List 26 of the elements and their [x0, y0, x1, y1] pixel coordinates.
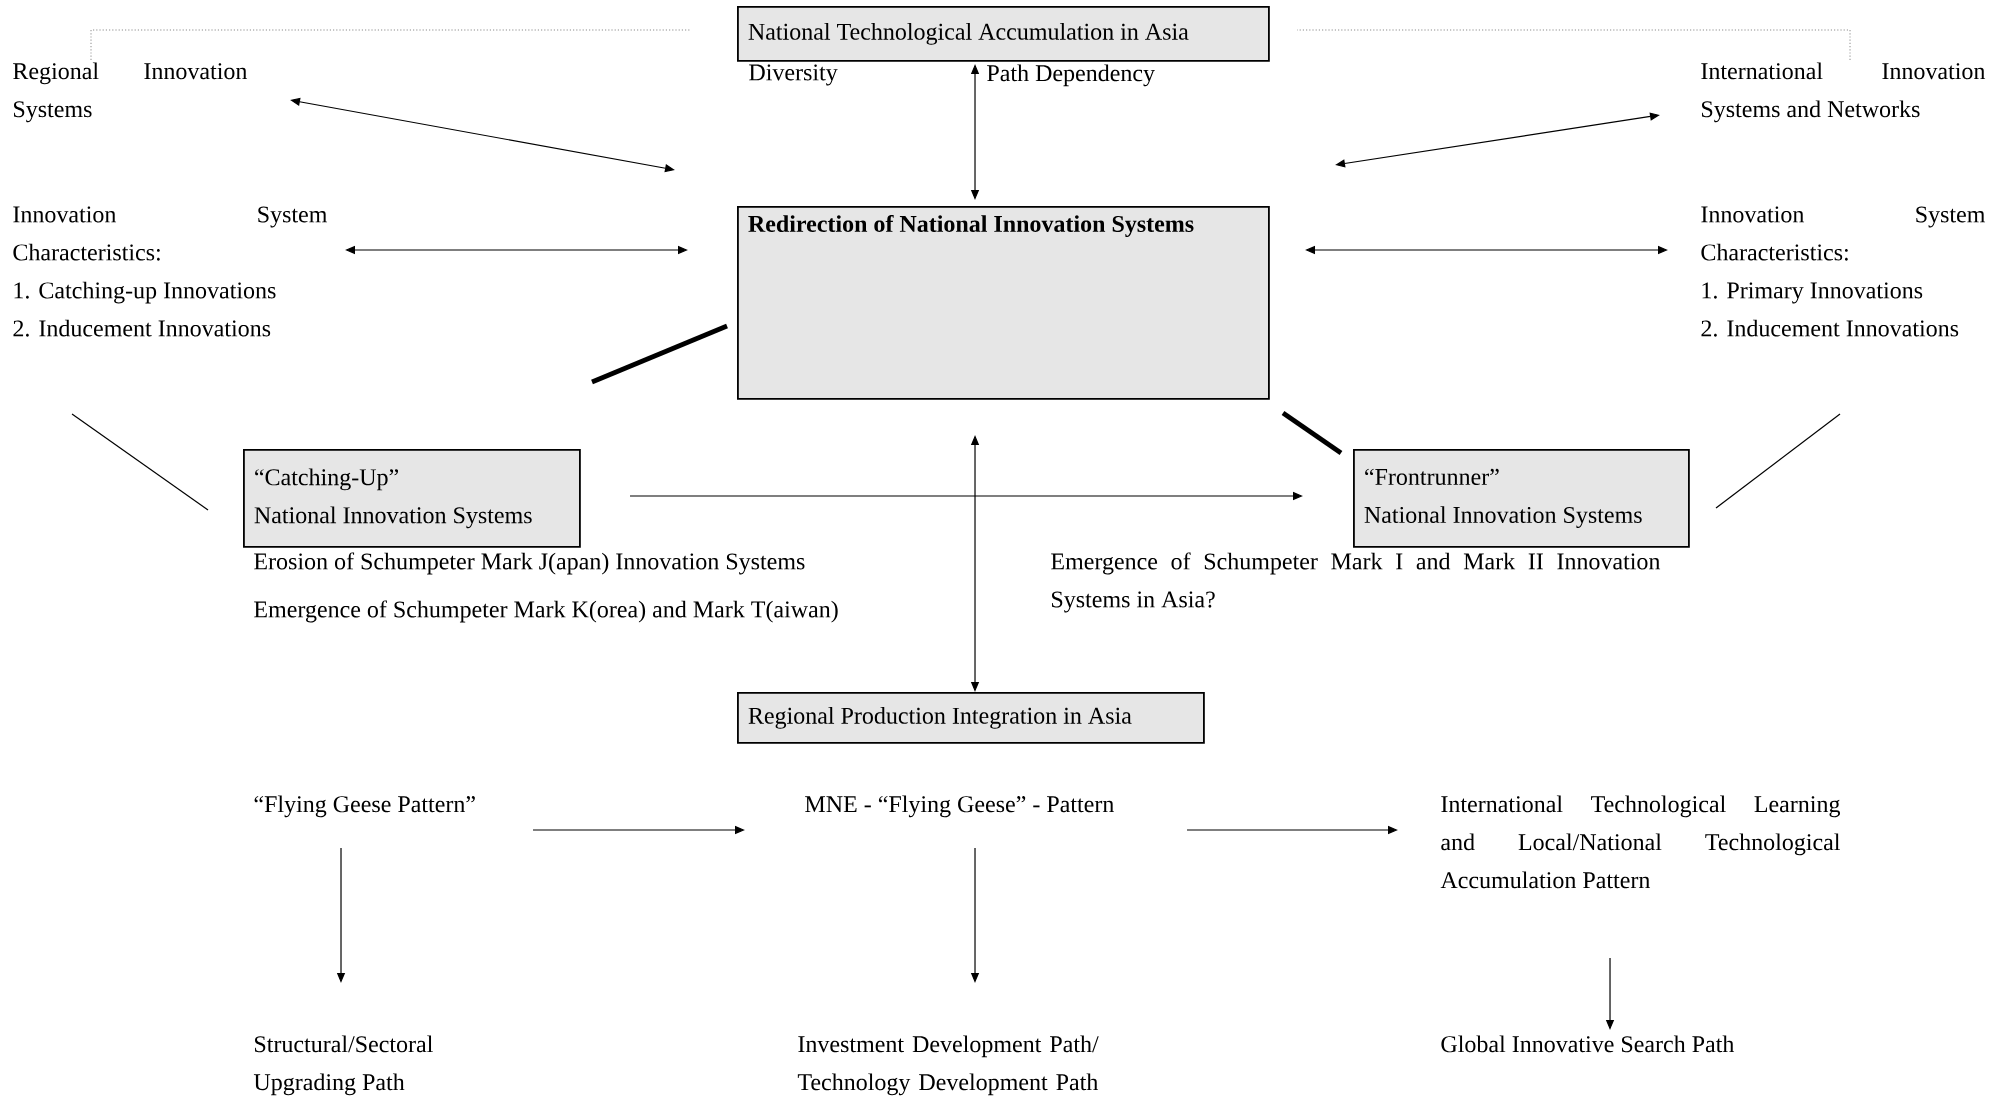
concept-label: Innovation System Characteristics: 1. Catching-up Innovations 2. Inducement Innovations — [13, 206, 328, 337]
connector-line — [1281, 411, 1343, 455]
concept-label: “Flying Geese Pattern” — [254, 795, 475, 818]
concept-label: Investment Development Path/ Technology Development Path — [797, 1035, 1099, 1096]
caption-text: Path Dependency — [987, 64, 1155, 87]
concept-label: International Innovation Systems and Networks — [1701, 62, 1986, 123]
concept-label: Global Innovative Search Path — [1441, 1035, 1735, 1053]
caption-text: Diversity — [749, 64, 838, 86]
dotted-line — [1296, 29, 1851, 61]
concept-label: International Technological Learning and Local/National Technological Accumulation Pattern — [1440, 795, 1840, 889]
caption-text: Erosion of Schumpeter Mark J(apan) Innovation Systems — [254, 552, 805, 575]
central-box: Redirection of National Innovation Systems — [737, 206, 1270, 400]
heading-box: Regional Production Integration in Asia — [737, 692, 1205, 744]
connector-line — [591, 323, 728, 385]
system-box: “Catching-Up” National Innovation Systems — [243, 449, 581, 548]
dotted-line — [90, 29, 691, 61]
heading-box: National Technological Accumulation in Asia — [737, 6, 1270, 62]
caption-text: Emergence of Schumpeter Mark I and Mark II Innovation Systems in Asia? — [1051, 552, 1661, 613]
connector-line — [1715, 413, 1841, 509]
concept-label: Structural/Sectoral Upgrading Path — [253, 1035, 433, 1096]
system-box: “Frontrunner” National Innovation Systems — [1353, 449, 1690, 548]
concept-label: MNE - “Flying Geese” - Pattern — [805, 795, 1114, 818]
concept-label: Regional Innovation Systems — [13, 62, 248, 123]
concept-label: Innovation System Characteristics: 1. Primary Innovations 2. Inducement Innovations — [1701, 206, 1986, 337]
connector-line — [71, 413, 209, 511]
caption-text: Emergence of Schumpeter Mark K(orea) and Mark T(aiwan) — [254, 600, 838, 623]
